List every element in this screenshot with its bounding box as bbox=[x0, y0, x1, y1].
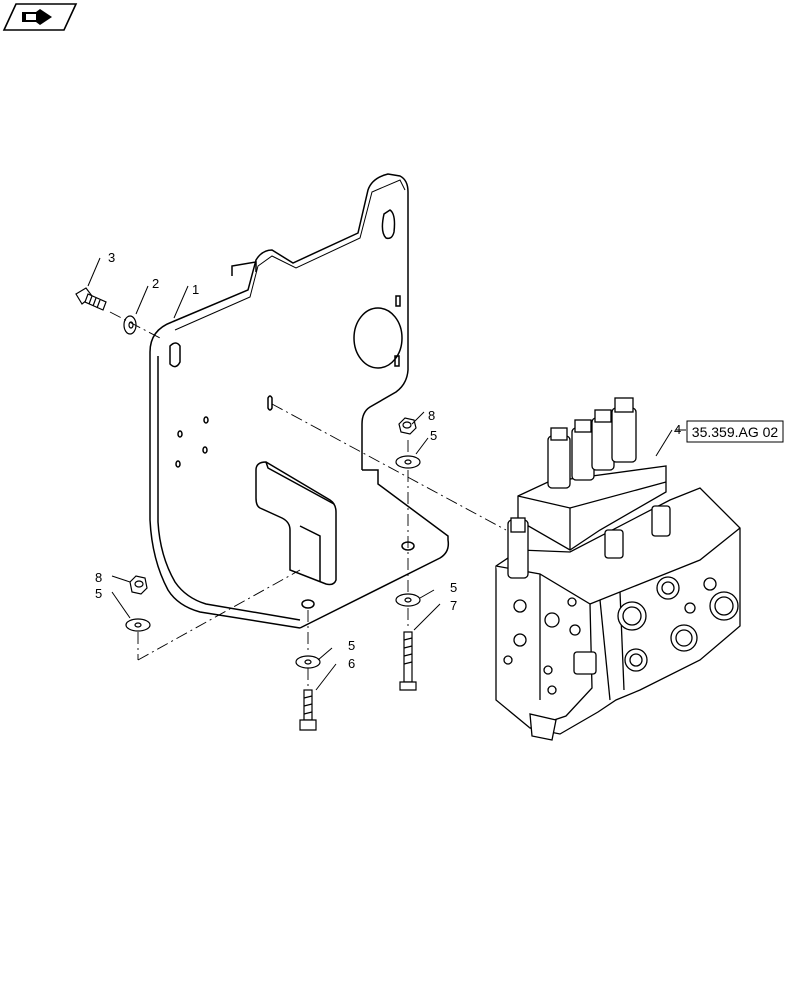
nut-part-8-left bbox=[129, 575, 148, 595]
spool-actuator-2 bbox=[571, 419, 595, 481]
assembly-center-lines bbox=[109, 311, 507, 688]
callout-8-left: 8 bbox=[95, 570, 102, 585]
callout-5-right: 5 bbox=[450, 580, 457, 595]
washer-part-5-upper bbox=[395, 455, 421, 469]
callout-6: 6 bbox=[348, 656, 355, 671]
valve-side-sensor bbox=[507, 517, 529, 579]
washer-part-5-bottom bbox=[295, 655, 321, 669]
callout-5-upper: 5 bbox=[430, 428, 437, 443]
nut-part-8-upper bbox=[398, 417, 417, 435]
reference-link[interactable]: 35.359.AG 02 bbox=[686, 420, 784, 443]
bolt-part-6 bbox=[299, 689, 317, 731]
washer-part-5-left bbox=[125, 618, 151, 632]
spool-actuator-4 bbox=[611, 397, 637, 463]
nav-forward-button[interactable] bbox=[2, 3, 78, 31]
callout-3: 3 bbox=[108, 250, 115, 265]
control-valve-assembly bbox=[495, 397, 741, 741]
callout-4: 4 bbox=[674, 422, 681, 437]
mounting-bracket bbox=[149, 173, 450, 629]
callout-7: 7 bbox=[450, 598, 457, 613]
spool-actuator-3 bbox=[591, 409, 615, 471]
callout-8-upper: 8 bbox=[428, 408, 435, 423]
forward-arrow-icon bbox=[22, 9, 52, 25]
leader-lines bbox=[87, 257, 686, 691]
callout-5-bottom: 5 bbox=[348, 638, 355, 653]
bolt-part-3 bbox=[75, 287, 107, 311]
reference-label: 35.359.AG 02 bbox=[692, 424, 779, 440]
callout-5-left: 5 bbox=[95, 586, 102, 601]
spool-actuator-1 bbox=[547, 427, 571, 489]
callout-1: 1 bbox=[192, 282, 199, 297]
bolt-part-7 bbox=[399, 631, 417, 691]
washer-part-5-right bbox=[395, 593, 421, 607]
callout-2: 2 bbox=[152, 276, 159, 291]
